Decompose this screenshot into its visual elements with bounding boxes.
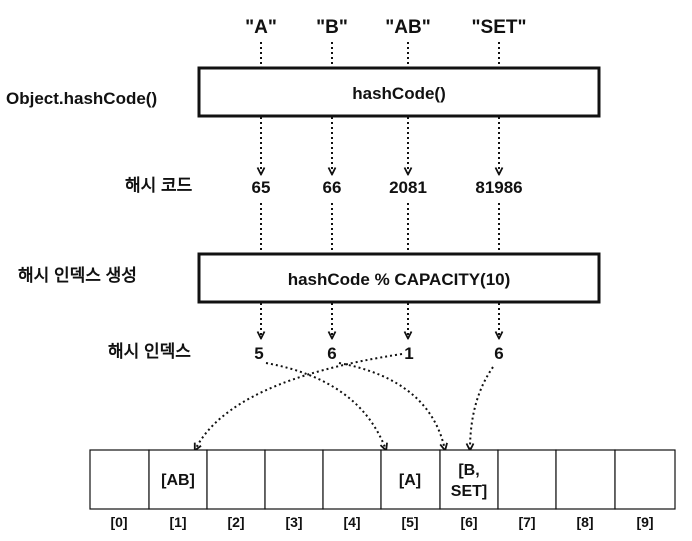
array-index-label-2: [2] [227, 514, 244, 530]
array-index-label-9: [9] [636, 514, 653, 530]
array-cell-2 [206, 449, 266, 510]
key-label-set: "SET" [472, 17, 527, 38]
array-cell-9 [614, 449, 676, 510]
bucket-arrow-a-to-5 [265, 362, 386, 450]
key-label-b: "B" [316, 17, 348, 38]
key-label-a: "A" [245, 17, 277, 38]
array-cell-6-content-line2: SET] [451, 483, 487, 500]
array-cell-5 [380, 449, 441, 510]
hash-code-set: 81986 [475, 178, 522, 197]
key-label-ab: "AB" [385, 17, 430, 38]
hash-arrows [261, 117, 499, 174]
hash-code-row-label: 해시 코드 [125, 176, 193, 195]
modulo-box [197, 252, 601, 304]
array-cell-5-content: [A] [399, 472, 421, 489]
array-cell-7 [497, 449, 557, 510]
key-connectors [260, 42, 500, 68]
array-index-label-7: [7] [518, 514, 535, 530]
index-set: 6 [494, 344, 503, 363]
object-hashcode-label: Object.hashCode() [6, 89, 157, 108]
array-index-label-1: [1] [169, 514, 186, 530]
hash-index-row-label: 해시 인덱스 [108, 342, 191, 361]
array-cell-4 [322, 449, 382, 510]
hash-code-ab: 2081 [389, 178, 427, 197]
array-cell-3 [264, 449, 324, 510]
array-index-label-3: [3] [285, 514, 302, 530]
array-index-label-6: [6] [460, 514, 477, 530]
index-generation-label: 해시 인덱스 생성 [18, 266, 137, 285]
array-index-labels: [0] [1] [2] [3] [4] [5] [6] [7] [8] [9] [110, 514, 653, 530]
index-arrows [261, 303, 499, 338]
bucket-arrow-ab-to-1 [195, 353, 403, 450]
array-index-label-4: [4] [343, 514, 360, 530]
array-index-label-5: [5] [401, 514, 418, 530]
hash-code-a: 65 [252, 178, 271, 197]
array: [AB] [A] [B, SET] [89, 449, 676, 510]
index-b: 6 [327, 344, 336, 363]
bucket-arrows [195, 353, 494, 450]
array-cell-6-content-line1: [B, [458, 462, 479, 479]
hashcode-box-label: hashCode() [352, 84, 446, 103]
array-index-label-0: [0] [110, 514, 127, 530]
index-a: 5 [254, 344, 263, 363]
array-cell-8 [555, 449, 616, 510]
hash-code-b: 66 [323, 178, 342, 197]
code-connectors [260, 203, 500, 254]
bucket-arrow-b-to-6 [338, 362, 445, 450]
array-cell-1 [148, 449, 208, 510]
modulo-box-label: hashCode % CAPACITY(10) [288, 270, 511, 289]
array-cell-1-content: [AB] [161, 472, 195, 489]
array-index-label-8: [8] [576, 514, 593, 530]
array-cell-0 [89, 449, 150, 510]
hashcode-box [197, 66, 601, 118]
bucket-arrow-set-to-6 [470, 366, 494, 450]
array-cell-6 [439, 449, 499, 510]
index-ab: 1 [404, 344, 413, 363]
